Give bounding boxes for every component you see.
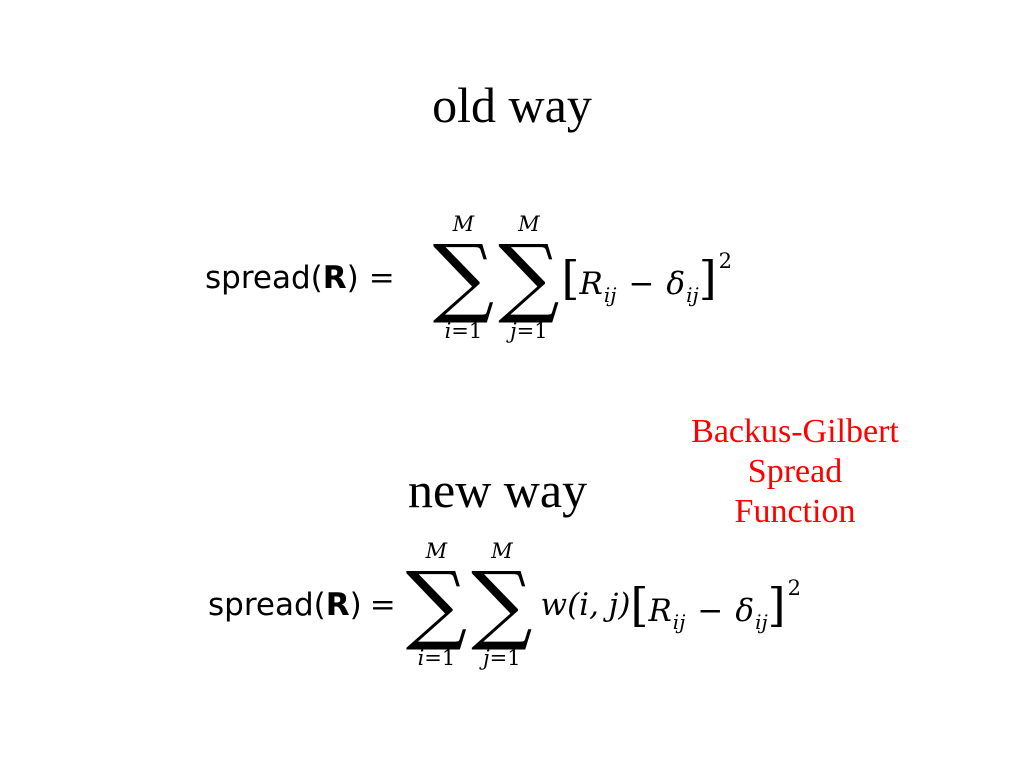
spread-function-name: spread(R)	[205, 260, 359, 296]
sum-over-j: M ∑ j=1	[471, 538, 533, 670]
new-way-title: new way	[408, 462, 588, 518]
squared-difference-term: [Rij−δij]2	[561, 249, 733, 307]
new-spread-equation: spread(R) = M ∑ i=1 M ∑ j=1 w(i, j) [Rij…	[208, 525, 801, 685]
equals-sign: =	[369, 587, 396, 623]
spread-function-name: spread(R)	[208, 587, 362, 623]
sum-over-i: M ∑ i=1	[432, 211, 495, 343]
sum-over-j: M ∑ j=1	[498, 211, 560, 343]
squared-difference-term: [Rij−δij]2	[630, 576, 802, 634]
old-spread-equation: spread(R) = M ∑ i=1 M ∑ j=1 [Rij−δij]2	[205, 198, 732, 358]
sum-over-i: M ∑ i=1	[405, 538, 468, 670]
equals-sign: =	[368, 260, 395, 296]
backus-gilbert-annotation: Backus-Gilbert Spread Function	[691, 413, 899, 530]
weight-function: w(i, j)	[540, 587, 631, 623]
old-way-title: old way	[432, 77, 592, 133]
